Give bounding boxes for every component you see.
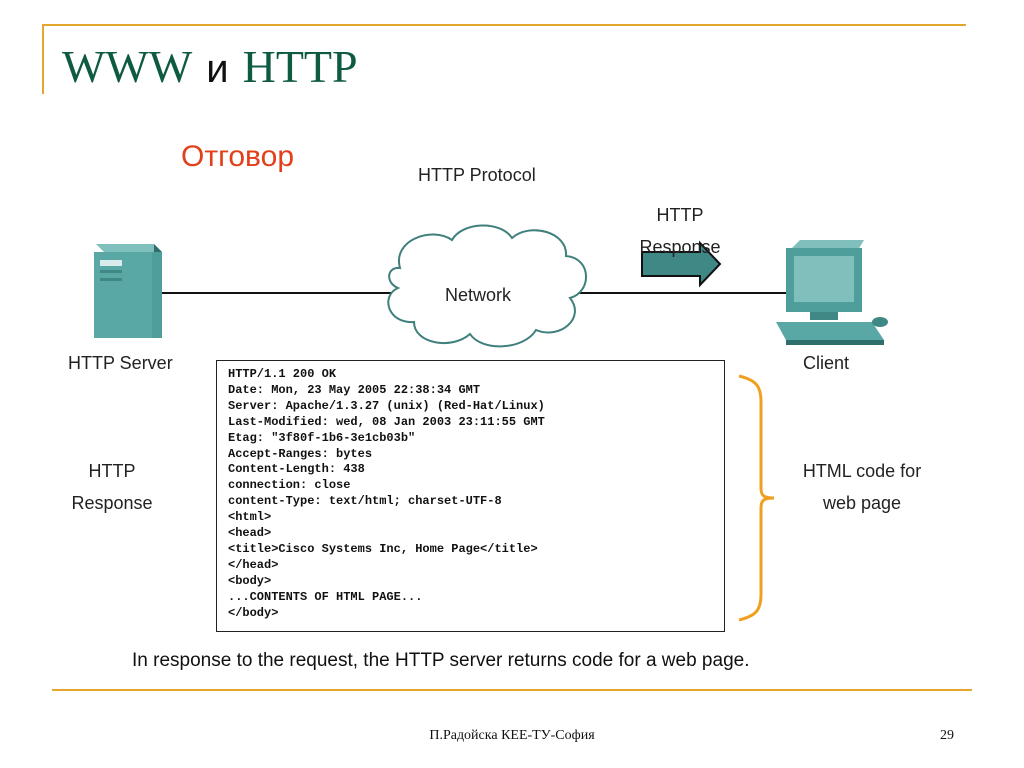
client-computer-icon <box>776 240 888 345</box>
response-arrow-label-line1: HTTP <box>656 205 704 225</box>
code-line: Content-Length: 438 <box>228 462 365 477</box>
title-www: WWW <box>62 41 193 92</box>
slide-subtitle: Отговор <box>181 140 295 173</box>
left-response-label: HTTP Response <box>52 455 172 519</box>
html-code-label-line2: web page <box>822 493 902 513</box>
code-line: Last-Modified: wed, 08 Jan 2003 23:11:55… <box>228 414 545 429</box>
title-http: HTTP <box>242 41 358 92</box>
title-and: и <box>206 47 229 91</box>
code-line: <html> <box>228 510 272 525</box>
code-line: Etag: "3f80f-1b6-3e1cb03b" <box>228 430 416 445</box>
client-label: Client <box>803 353 850 373</box>
response-arrow-label-line2: Response <box>639 237 721 257</box>
code-line: Server: Apache/1.3.27 (unix) (Red-Hat/Li… <box>228 398 545 413</box>
title-rule-left <box>42 24 44 94</box>
network-label: Network <box>445 285 512 305</box>
slide-title: WWW и HTTP <box>62 40 358 93</box>
http-response-arrow-label: HTTP Response <box>620 199 740 263</box>
code-line: content-Type: text/html; charset-UTF-8 <box>228 494 502 509</box>
response-arrow-icon <box>641 240 722 288</box>
code-line: <body> <box>228 573 272 588</box>
title-rule-top <box>44 24 966 26</box>
code-line: </body> <box>228 605 279 620</box>
bracket-shape <box>738 374 775 622</box>
code-line: Date: Mon, 23 May 2005 22:38:34 GMT <box>228 382 481 397</box>
left-response-label-line2: Response <box>71 493 153 513</box>
code-line: Accept-Ranges: bytes <box>228 446 373 461</box>
left-response-label-line1: HTTP <box>88 461 136 481</box>
html-code-label: HTML code for web page <box>782 455 942 519</box>
http-protocol-label: HTTP Protocol <box>418 165 536 185</box>
footer-rule <box>52 689 972 691</box>
code-line: HTTP/1.1 200 OK <box>228 367 337 381</box>
code-line: connection: close <box>228 478 351 493</box>
page-number: 29 <box>940 728 954 743</box>
code-line: ...CONTENTS OF HTML PAGE... <box>228 589 423 604</box>
http-server-label: HTTP Server <box>68 353 173 373</box>
network-cloud-icon <box>387 224 587 348</box>
footer-author: П.Радойска КЕЕ-ТУ-София <box>429 728 595 743</box>
http-response-code-box: HTTP/1.1 200 OK Date: Mon, 23 May 2005 2… <box>216 360 725 632</box>
code-line: <title>Cisco Systems Inc, Home Page</tit… <box>228 541 538 556</box>
code-line: <head> <box>228 526 272 541</box>
html-code-label-line1: HTML code for <box>802 461 922 481</box>
diagram-caption: In response to the request, the HTTP ser… <box>132 650 750 671</box>
server-icon <box>94 244 162 338</box>
code-line: </head> <box>228 557 279 572</box>
